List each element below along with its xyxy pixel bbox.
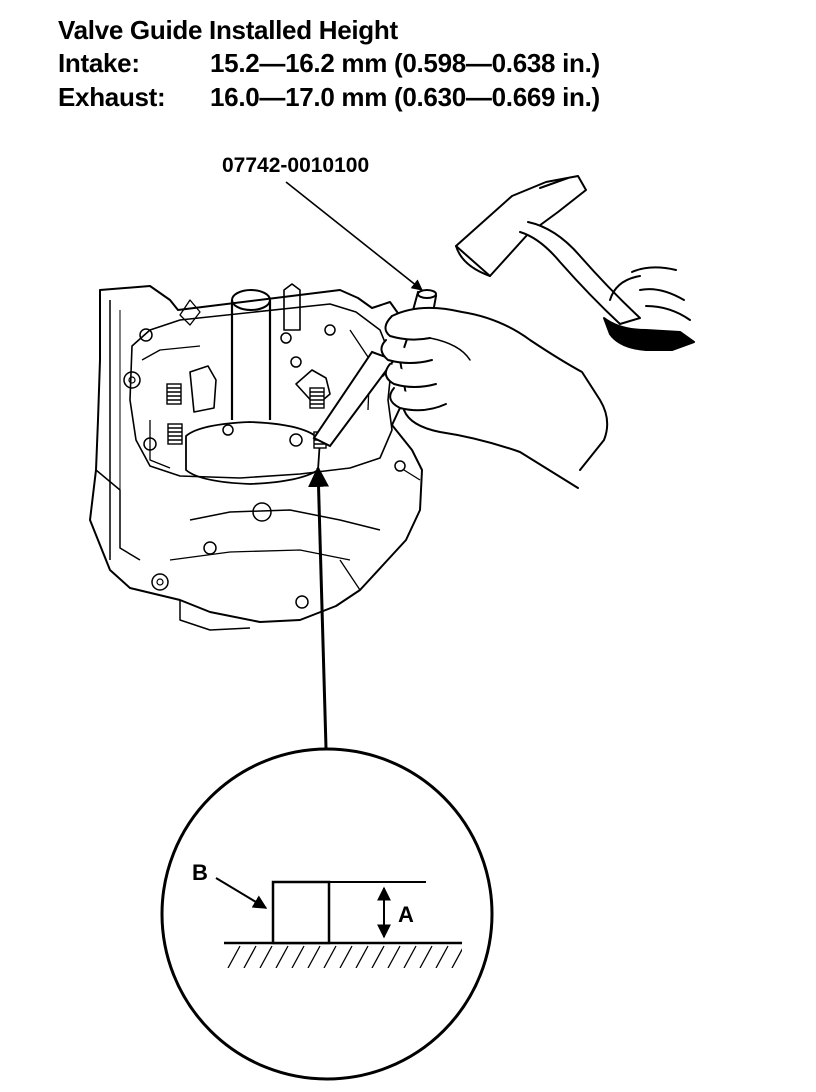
callout-a: A — [398, 902, 414, 927]
callout-b-leader — [215, 877, 268, 909]
intake-value: 15.2—16.2 mm (0.598—0.638 in.) — [210, 48, 600, 78]
detail-arrow — [308, 465, 330, 749]
callout-b: B — [192, 860, 208, 885]
tool-leader-line — [285, 181, 423, 291]
intake-label: Intake: — [58, 48, 140, 78]
page-title: Valve Guide Installed Height — [58, 15, 398, 45]
hammer-illustration — [455, 175, 695, 351]
hand-illustration — [380, 306, 609, 489]
detail-view-content: A B — [192, 860, 462, 968]
valve-guide-section — [271, 880, 331, 945]
intake-spec-row: Intake: 15.2—16.2 mm (0.598—0.638 in.) — [58, 46, 600, 80]
tool-number-label: 07742-0010100 — [222, 154, 369, 177]
specification-block: Valve Guide Installed Height Intake: 15.2… — [58, 14, 600, 114]
cylinder-head-illustration — [89, 283, 423, 631]
exhaust-label: Exhaust: — [58, 82, 166, 112]
exhaust-spec-row: Exhaust: 16.0—17.0 mm (0.630—0.669 in.) — [58, 80, 600, 114]
exhaust-value: 16.0—17.0 mm (0.630—0.669 in.) — [210, 82, 600, 112]
